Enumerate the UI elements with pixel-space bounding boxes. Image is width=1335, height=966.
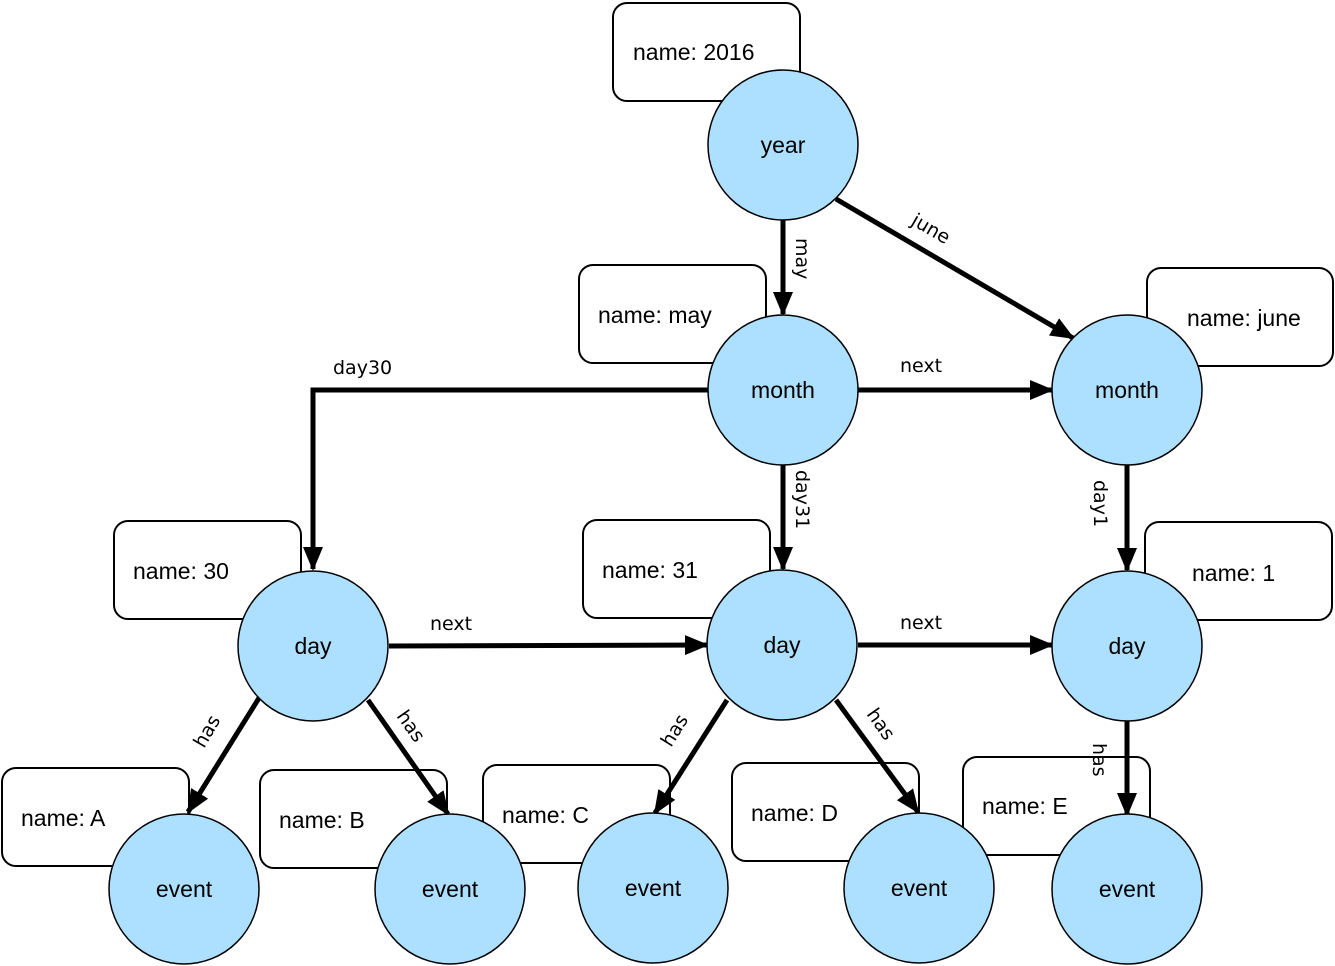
node-year: year: [707, 69, 859, 221]
node-month-may-label: month: [751, 377, 815, 403]
event-c-property-text: name: C: [502, 802, 589, 828]
node-event-e-label: event: [1099, 876, 1156, 902]
day-30-property-text: name: 30: [133, 558, 229, 584]
event-a-property-text: name: A: [21, 805, 106, 831]
node-day-1: day: [1051, 570, 1203, 722]
node-event-d-label: event: [891, 875, 948, 901]
edge-label-day1: day1: [1089, 480, 1111, 527]
month-may-property-text: name: may: [598, 302, 712, 328]
event-e-property-text: name: E: [982, 793, 1068, 819]
year-property-text: name: 2016: [633, 39, 754, 65]
node-event-b: event: [374, 813, 526, 965]
edge-label-has-31-c: has: [657, 711, 693, 751]
day-1-property-text: name: 1: [1192, 560, 1275, 586]
edge-has-30-a: [185, 696, 262, 814]
edge-next-30-31: [388, 635, 709, 656]
edge-label-day31: day31: [791, 470, 813, 529]
edge-has-31-c: [652, 698, 730, 815]
property-boxes: name: 2016 name: may name: june name: 30…: [1, 2, 1334, 869]
edge-label-has-31-d: has: [862, 704, 899, 744]
event-d-property-text: name: D: [751, 800, 838, 826]
node-event-a: event: [108, 813, 260, 965]
node-month-june: month: [1051, 314, 1203, 466]
month-june-property-text: name: june: [1187, 305, 1301, 331]
node-event-a-label: event: [156, 876, 213, 902]
edge-label-next-30-31: next: [430, 613, 472, 635]
edge-day30: [303, 387, 708, 571]
node-day-31: day: [706, 569, 858, 721]
edge-label-next-31-1: next: [900, 612, 942, 634]
node-year-label: year: [761, 132, 806, 158]
edge-label-may: may: [791, 238, 813, 279]
edge-has-30-b: [365, 698, 451, 816]
day-1-property: name: 1: [1144, 521, 1333, 621]
day-31-property-text: name: 31: [602, 557, 698, 583]
node-day-30: day: [237, 570, 389, 722]
node-day-31-label: day: [763, 632, 801, 658]
event-b-property-text: name: B: [279, 807, 365, 833]
day-31-property: name: 31: [582, 519, 771, 619]
node-day-30-label: day: [294, 633, 332, 659]
edge-label-has-30-a: has: [189, 711, 225, 751]
day-30-property: name: 30: [113, 520, 302, 620]
node-event-c: event: [577, 812, 729, 964]
edge-label-day30: day30: [333, 357, 392, 379]
edge-has-31-d: [833, 698, 921, 814]
edge-june: [834, 196, 1075, 341]
month-may-property: name: may: [578, 264, 767, 364]
edge-label-has-1-e: has: [1088, 743, 1110, 777]
node-month-may: month: [707, 314, 859, 466]
nodes: year month month day day day event even: [108, 69, 1203, 965]
node-event-e: event: [1051, 813, 1203, 965]
edges: [185, 196, 1137, 817]
node-event-d: event: [843, 812, 995, 964]
node-month-june-label: month: [1095, 377, 1159, 403]
edge-label-next-month: next: [900, 355, 942, 377]
node-event-c-label: event: [625, 875, 682, 901]
node-day-1-label: day: [1108, 633, 1146, 659]
node-event-b-label: event: [422, 876, 479, 902]
